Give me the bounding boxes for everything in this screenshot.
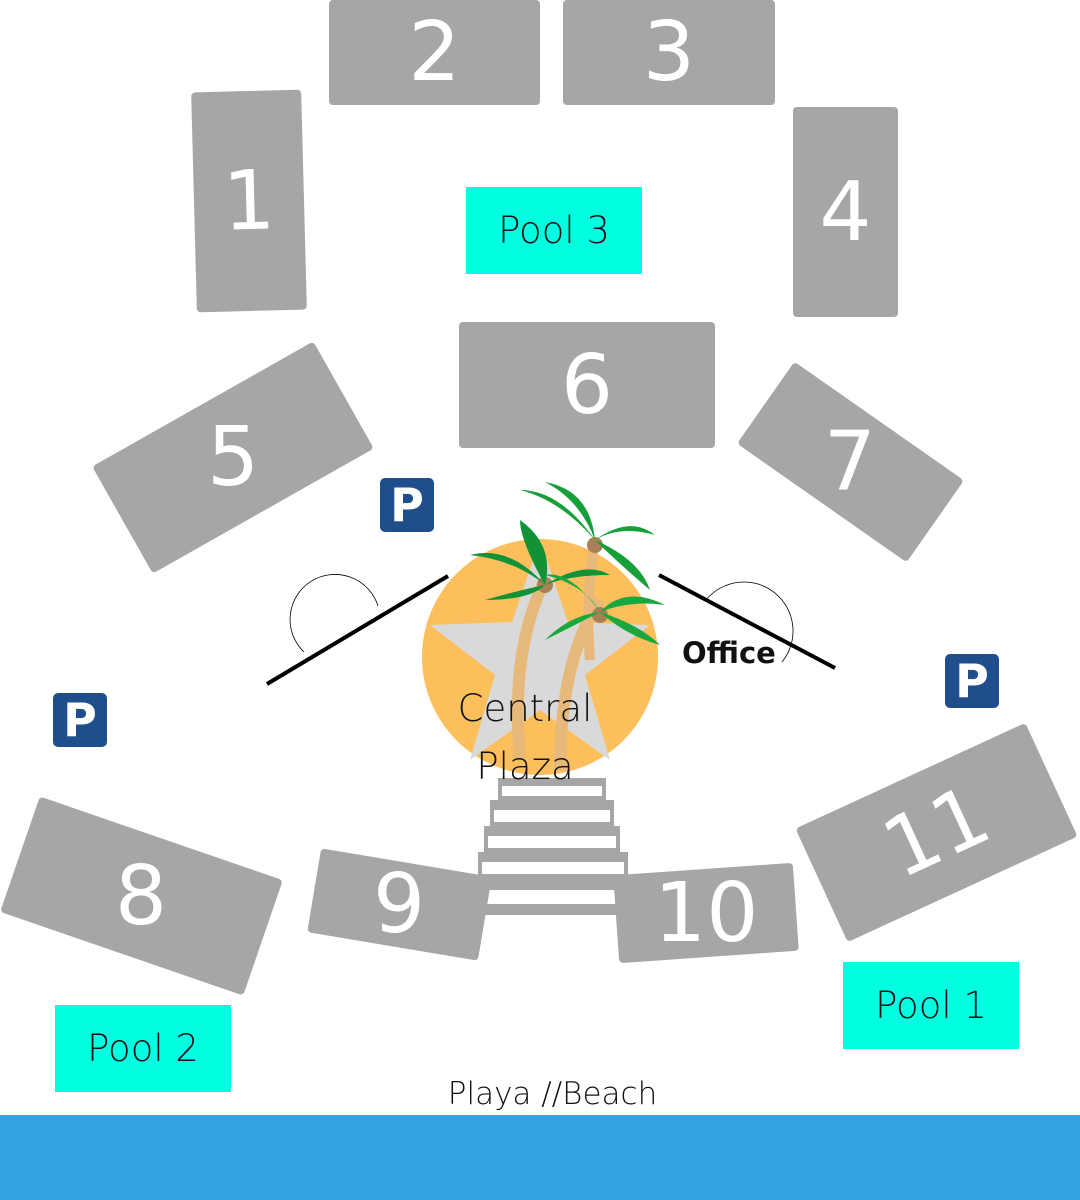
gate-line-right (658, 573, 836, 670)
stairs (478, 778, 628, 915)
pool-2[interactable]: Pool 2 (55, 1005, 231, 1092)
pool-1[interactable]: Pool 1 (843, 962, 1019, 1049)
gate-arc-right (705, 581, 794, 663)
gate-line-left (265, 574, 450, 686)
building-3[interactable]: 3 (563, 0, 775, 105)
building-4[interactable]: 4 (793, 107, 898, 317)
palm-trees-icon (470, 482, 665, 771)
star-shape (430, 540, 650, 760)
building-2[interactable]: 2 (329, 0, 540, 105)
gate-arc-left (289, 574, 379, 653)
office-label: Office (682, 636, 776, 670)
beach-water (0, 1115, 1080, 1200)
pool-3[interactable]: Pool 3 (466, 187, 642, 274)
parking-icon[interactable]: P (945, 654, 999, 708)
central-plaza-label: Central Plaza (457, 687, 593, 788)
building-10[interactable]: 10 (613, 862, 799, 964)
parking-icon[interactable]: P (53, 693, 107, 747)
building-6[interactable]: 6 (459, 322, 715, 448)
parking-icon[interactable]: P (380, 478, 434, 532)
building-1[interactable]: 1 (191, 89, 307, 313)
beach-label: Playa //Beach (447, 1076, 658, 1112)
